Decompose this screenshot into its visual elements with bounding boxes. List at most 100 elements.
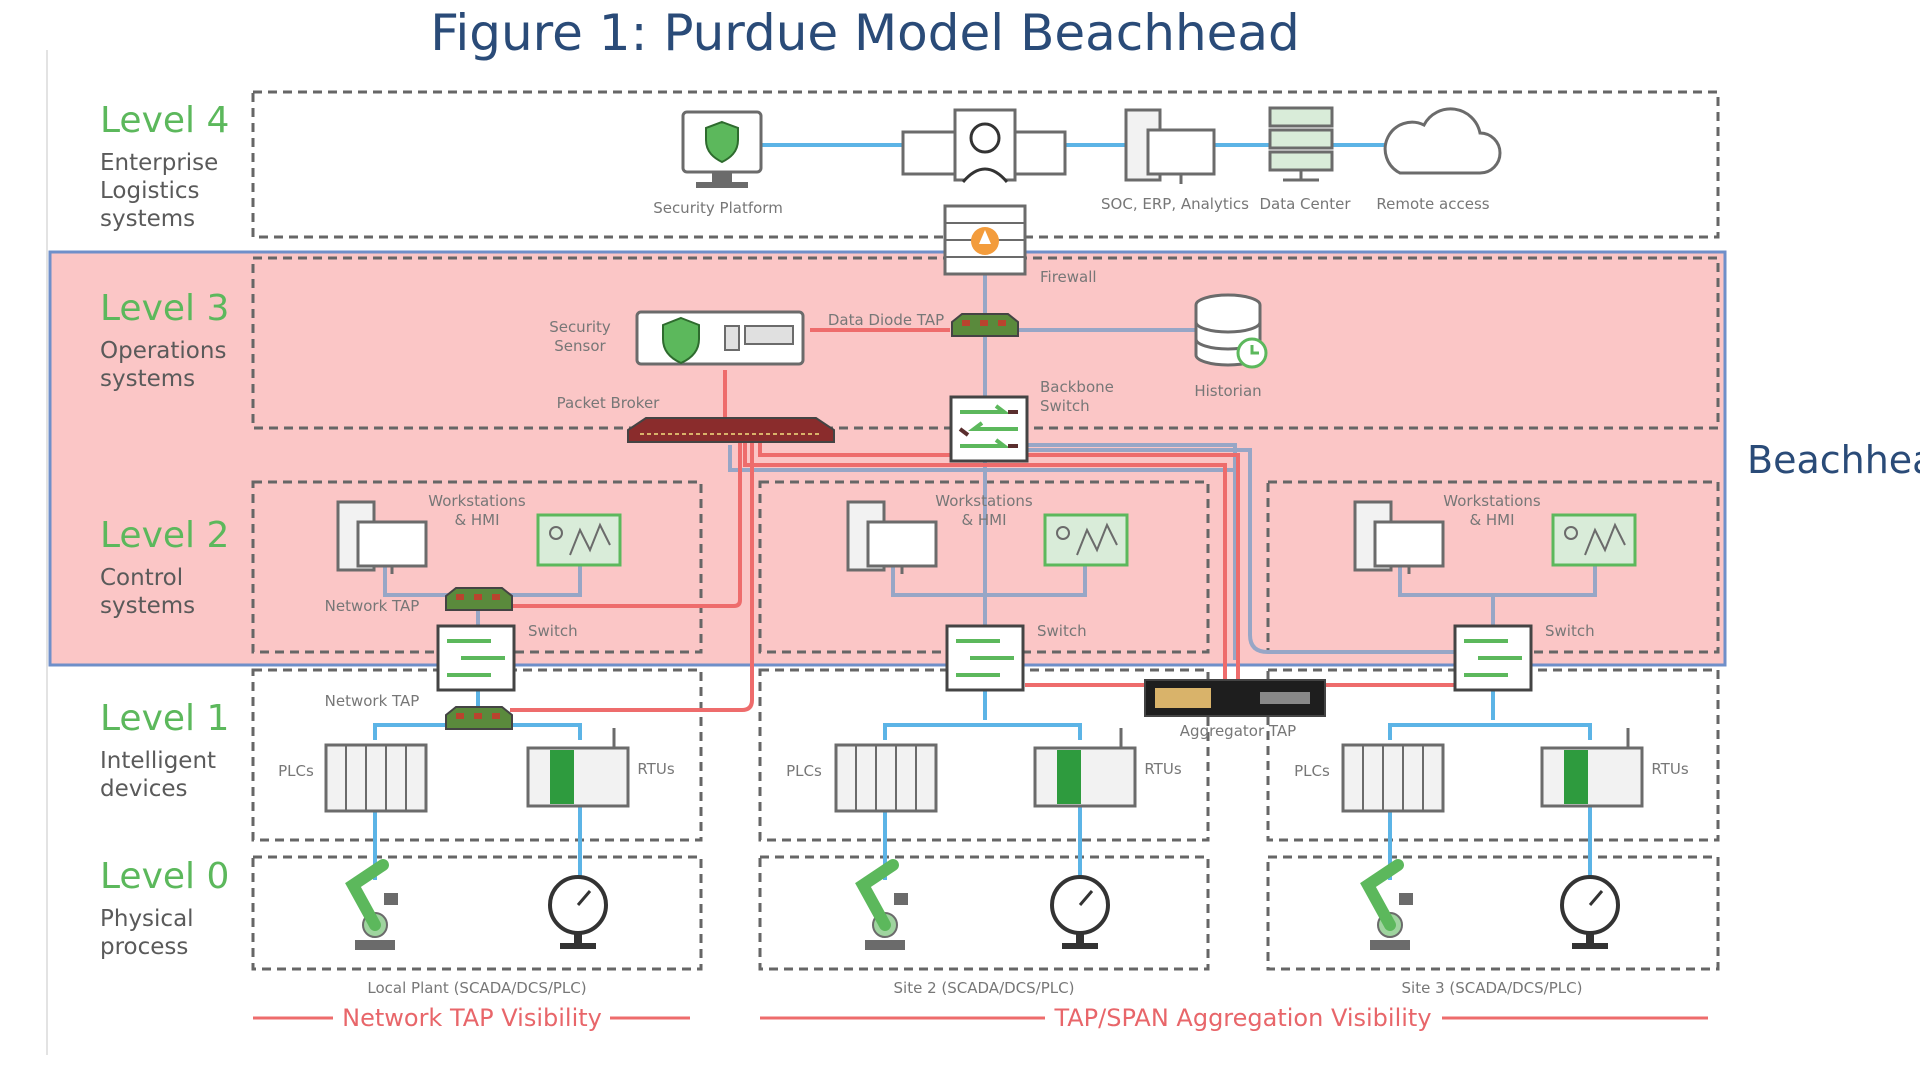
historian-label: Historian bbox=[1194, 382, 1261, 400]
historian-icon bbox=[1194, 293, 1268, 369]
firewall-label: Firewall bbox=[1040, 268, 1097, 286]
soc-erp-analytics-icon bbox=[1124, 108, 1216, 184]
data-diode-tap-label: Data Diode TAP bbox=[828, 311, 944, 329]
site3-workstations-label-1: Workstations bbox=[1443, 492, 1541, 510]
data-center-icon bbox=[1268, 106, 1334, 182]
site3-rtus-label: RTUs bbox=[1651, 760, 1688, 778]
site3-robot-arm-icon bbox=[1360, 859, 1413, 950]
aggregator-tap-label: Aggregator TAP bbox=[1180, 722, 1296, 740]
site3-workstations-label-2: & HMI bbox=[1469, 511, 1514, 529]
backbone-switch-icon bbox=[949, 395, 1029, 463]
svg-text:TAP/SPAN Aggregation Visibilit: TAP/SPAN Aggregation Visibility bbox=[1053, 1004, 1431, 1032]
svg-text:systems: systems bbox=[100, 366, 195, 392]
site3-workstation-icon bbox=[1353, 500, 1445, 574]
level1-site2-box bbox=[758, 668, 1210, 842]
site1-name: Local Plant (SCADA/DCS/PLC) bbox=[367, 979, 586, 997]
site1-workstations-label-1: Workstations bbox=[428, 492, 526, 510]
site1-hmi-icon bbox=[536, 513, 622, 567]
site1-workstation-icon bbox=[336, 500, 428, 574]
site3-switch-icon bbox=[1453, 624, 1533, 692]
svg-text:Level 1: Level 1 bbox=[100, 698, 229, 739]
site2-plcs-icon bbox=[834, 743, 938, 813]
site3-plcs-label: PLCs bbox=[1294, 762, 1330, 780]
site1-rtus-label: RTUs bbox=[637, 760, 674, 778]
svg-text:Level 4: Level 4 bbox=[100, 100, 229, 141]
level-2-label: Level 2 Control systems bbox=[100, 515, 229, 619]
svg-text:Control: Control bbox=[100, 565, 183, 591]
site1-workstations-label-2: & HMI bbox=[454, 511, 499, 529]
level0-site3-box bbox=[1266, 855, 1720, 971]
svg-text:Level 2: Level 2 bbox=[100, 515, 229, 556]
network-tap-visibility: Network TAP Visibility bbox=[253, 1004, 690, 1032]
beachhead-label: Beachhea bbox=[1747, 438, 1920, 482]
svg-text:Logistics: Logistics bbox=[100, 178, 200, 204]
site1-gauge-icon bbox=[548, 875, 608, 949]
site1-plcs-label: PLCs bbox=[278, 762, 314, 780]
soc-label: SOC, ERP, Analytics bbox=[1101, 195, 1249, 213]
site2-gauge-icon bbox=[1050, 875, 1110, 949]
site2-rtus-label: RTUs bbox=[1144, 760, 1181, 778]
site1-switch-label: Switch bbox=[528, 622, 578, 640]
level0-site1-box bbox=[251, 855, 703, 971]
svg-text:Level 3: Level 3 bbox=[100, 288, 229, 329]
security-sensor-icon bbox=[635, 310, 805, 366]
operator-workstation-icon bbox=[901, 108, 1067, 183]
site3-plcs-icon bbox=[1341, 743, 1445, 813]
level0-site2-box bbox=[758, 855, 1210, 971]
site1-network-tap-l1-icon bbox=[445, 706, 513, 730]
svg-text:systems: systems bbox=[100, 206, 195, 232]
site2-workstations-label-1: Workstations bbox=[935, 492, 1033, 510]
level-4-label: Level 4 Enterprise Logistics systems bbox=[100, 100, 229, 232]
site2-hmi-icon bbox=[1043, 513, 1129, 567]
level-3-label: Level 3 Operations systems bbox=[100, 288, 229, 392]
tap-span-aggregation-visibility: TAP/SPAN Aggregation Visibility bbox=[760, 1004, 1708, 1032]
site1-plcs-icon bbox=[324, 743, 428, 813]
packet-broker-label: Packet Broker bbox=[557, 394, 661, 412]
security-platform-icon bbox=[681, 110, 763, 188]
data-diode-tap-icon bbox=[951, 313, 1019, 337]
site2-switch-label: Switch bbox=[1037, 622, 1087, 640]
site3-name: Site 3 (SCADA/DCS/PLC) bbox=[1402, 979, 1583, 997]
level-0-label: Level 0 Physical process bbox=[100, 856, 229, 960]
site3-gauge-icon bbox=[1560, 875, 1620, 949]
svg-text:devices: devices bbox=[100, 776, 188, 802]
level3-box bbox=[251, 256, 1720, 430]
site2-plcs-label: PLCs bbox=[786, 762, 822, 780]
site3-rtus-icon bbox=[1540, 728, 1644, 808]
svg-text:Level 0: Level 0 bbox=[100, 856, 229, 897]
site1-rtus-icon bbox=[526, 728, 630, 808]
svg-text:Intelligent: Intelligent bbox=[100, 748, 216, 774]
security-sensor-label-1: Security bbox=[549, 318, 611, 336]
aggregator-tap-icon bbox=[1144, 679, 1326, 717]
svg-text:process: process bbox=[100, 934, 188, 960]
svg-text:systems: systems bbox=[100, 593, 195, 619]
site2-workstations-label-2: & HMI bbox=[961, 511, 1006, 529]
figure-title: Figure 1: Purdue Model Beachhead bbox=[430, 4, 1300, 62]
site2-switch-icon bbox=[945, 624, 1025, 692]
site2-name: Site 2 (SCADA/DCS/PLC) bbox=[894, 979, 1075, 997]
svg-text:Network TAP Visibility: Network TAP Visibility bbox=[342, 1004, 602, 1032]
backbone-switch-label-2: Switch bbox=[1040, 397, 1090, 415]
svg-text:Physical: Physical bbox=[100, 906, 194, 932]
site2-robot-arm-icon bbox=[855, 859, 908, 950]
site3-switch-label: Switch bbox=[1545, 622, 1595, 640]
security-platform-label: Security Platform bbox=[653, 199, 783, 217]
site2-workstation-icon bbox=[846, 500, 938, 574]
site1-network-tap-l2-label: Network TAP bbox=[325, 597, 420, 615]
site3-hmi-icon bbox=[1551, 513, 1637, 567]
site1-network-tap-l2-icon bbox=[445, 587, 513, 611]
level-1-label: Level 1 Intelligent devices bbox=[100, 698, 229, 802]
data-center-label: Data Center bbox=[1259, 195, 1351, 213]
firewall-icon bbox=[943, 204, 1027, 276]
remote-access-label: Remote access bbox=[1376, 195, 1489, 213]
level1-site1-box bbox=[251, 668, 703, 842]
site1-switch-icon bbox=[436, 624, 516, 692]
svg-text:Enterprise: Enterprise bbox=[100, 150, 218, 176]
site1-robot-arm-icon bbox=[345, 859, 398, 950]
security-sensor-label-2: Sensor bbox=[554, 337, 606, 355]
cloud-icon bbox=[1383, 107, 1502, 175]
backbone-switch-label-1: Backbone bbox=[1040, 378, 1114, 396]
packet-broker-icon bbox=[627, 417, 835, 443]
site2-rtus-icon bbox=[1033, 728, 1137, 808]
